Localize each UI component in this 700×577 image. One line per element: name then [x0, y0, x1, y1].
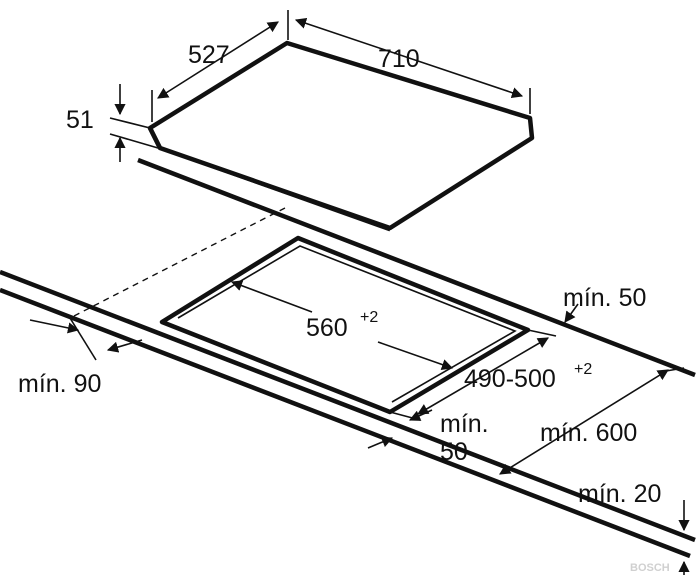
dim-min-90: mín. 90 — [18, 317, 143, 398]
dim-710: 710 — [294, 17, 531, 114]
dim-527-label: 527 — [188, 41, 230, 69]
dim-min-50-front-label-a: mín. — [440, 410, 489, 438]
dim-710-label: 710 — [378, 45, 420, 73]
worktop-rear-dashed — [69, 207, 286, 319]
dim-560-label: 560 — [306, 314, 348, 342]
dim-min-50-top-label: mín. 50 — [563, 284, 646, 312]
dim-51-label: 51 — [66, 106, 94, 134]
dim-527: 527 — [151, 10, 289, 122]
dim-min-50-front-label-b: 50 — [440, 438, 468, 466]
dim-560: 560 +2 — [230, 280, 454, 370]
dim-min-20: mín. 20 — [578, 480, 690, 575]
cooktop-bottom-edge — [159, 146, 391, 232]
dim-51: 51 — [66, 84, 159, 162]
dim-490-500-tolerance: +2 — [574, 361, 592, 378]
dim-min-600-label: mín. 600 — [540, 419, 637, 447]
worktop — [0, 157, 696, 559]
worktop-front-edge-lower — [0, 287, 691, 559]
dim-490-500-label: 490-500 — [464, 365, 556, 393]
cooktop — [147, 40, 535, 232]
dim-min-600: mín. 600 — [499, 367, 685, 475]
worktop-back-edge — [137, 157, 696, 378]
dim-490-500: 490-500 +2 — [389, 329, 592, 421]
dim-min-90-label: mín. 90 — [18, 370, 101, 398]
dim-560-tolerance: +2 — [360, 309, 378, 326]
bosch-logo: BOSCH — [630, 562, 670, 574]
dim-min-50-top: mín. 50 — [563, 284, 646, 323]
cooktop-top-surface — [147, 40, 535, 231]
cooktop-front-edge — [147, 126, 163, 150]
cooktop-side-edge — [528, 117, 534, 139]
dim-min-20-label: mín. 20 — [578, 480, 661, 508]
worktop-front-edge-upper — [0, 269, 696, 543]
dim-min-50-front: mín. 50 — [367, 409, 489, 466]
